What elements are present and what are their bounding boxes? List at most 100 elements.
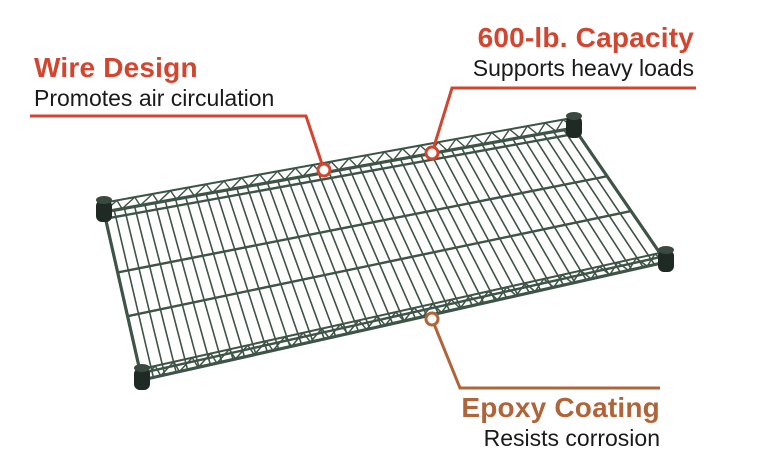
truss-wire	[134, 196, 141, 207]
shelf-wire	[348, 167, 417, 320]
truss-wire	[302, 332, 312, 343]
truss-wire	[187, 186, 196, 197]
support-rail	[139, 255, 664, 375]
shelf-wire	[450, 149, 531, 294]
shelf-wire	[542, 132, 633, 271]
truss-wire	[241, 177, 250, 187]
truss-wire	[234, 344, 249, 360]
truss-wire	[500, 128, 511, 142]
shelf-wire	[297, 176, 360, 333]
truss-wire	[116, 199, 123, 210]
truss-wire	[384, 311, 397, 326]
shelf-wire	[307, 174, 371, 330]
shelf-wire	[287, 178, 348, 335]
truss-wire	[403, 307, 415, 322]
truss-wire	[328, 323, 341, 339]
truss-wire	[440, 298, 452, 314]
shelf-wire	[389, 160, 462, 309]
wire-design-leader	[30, 114, 326, 171]
truss-wire	[598, 265, 611, 276]
truss-wire	[555, 118, 564, 132]
truss-wire	[290, 332, 304, 348]
corner-post-top	[134, 364, 150, 372]
truss-wire	[173, 361, 181, 373]
truss-wire	[537, 122, 546, 136]
shelf-wire	[511, 138, 599, 279]
shelf-wire	[522, 136, 610, 276]
shelf-wire	[113, 209, 155, 379]
wire-design-description: Promotes air circulation	[34, 85, 275, 111]
capacity-description: Supports heavy loads	[472, 55, 694, 81]
corner-post-top	[96, 196, 112, 204]
truss-wire	[410, 144, 422, 158]
truss-wire	[478, 290, 489, 305]
truss-wire	[265, 340, 274, 352]
truss-wire	[519, 125, 529, 139]
shelf-wire	[256, 183, 314, 343]
shelf-wire	[491, 141, 576, 284]
truss-wire	[374, 151, 386, 165]
shelf-wire	[317, 172, 383, 327]
truss-wire	[151, 193, 159, 204]
truss-wire	[627, 257, 637, 272]
truss-wire	[197, 352, 212, 369]
shelf-wire	[123, 207, 166, 376]
shelf-wire	[338, 169, 405, 322]
truss-wire	[321, 327, 330, 339]
truss-wire	[376, 315, 387, 326]
truss-wire	[526, 125, 539, 136]
truss-wire	[487, 290, 499, 301]
truss-wire	[392, 147, 404, 162]
shelf-wire	[358, 165, 428, 317]
shelf-wire	[399, 158, 474, 307]
corner-post-sleeve	[566, 116, 582, 138]
shelf-wire	[174, 198, 223, 363]
capacity-callout: 600-lb. Capacity Supports heavy loads	[473, 24, 694, 80]
truss-wire	[191, 356, 199, 369]
truss-wire	[450, 298, 461, 310]
corner-post-sleeve	[134, 368, 150, 390]
truss-wire	[347, 319, 360, 335]
support-rail	[104, 132, 579, 220]
truss-wire	[490, 131, 503, 142]
truss-wire	[473, 135, 485, 145]
truss-wire	[157, 189, 172, 204]
support-rail	[126, 209, 633, 318]
truss-wire	[247, 173, 261, 187]
shelf-wire	[133, 205, 177, 374]
truss-wire	[253, 340, 267, 356]
truss-wire	[437, 141, 449, 152]
truss-wire	[121, 196, 136, 210]
shelf-wire	[481, 143, 565, 286]
truss-wire	[395, 311, 405, 322]
truss-wire	[446, 138, 457, 152]
frame-edge	[572, 126, 668, 264]
truss-wire	[358, 319, 368, 331]
shelf-wire	[368, 163, 439, 315]
truss-wire	[210, 352, 218, 364]
shelf-wire	[532, 134, 622, 274]
truss-rail	[145, 251, 665, 369]
truss-wire	[401, 147, 413, 158]
truss-rail	[107, 117, 573, 203]
wire-design-callout: Wire Design Promotes air circulation	[34, 54, 274, 110]
truss-wire	[265, 170, 279, 184]
truss-wire	[469, 294, 480, 305]
shelf-wire	[501, 139, 588, 281]
shelf-wire	[562, 129, 656, 266]
epoxy-description: Resists corrosion	[483, 425, 660, 451]
truss-wire	[383, 151, 394, 162]
truss-wire	[571, 269, 582, 284]
corner-post-top	[658, 246, 674, 254]
capacity-title: 600-lb. Capacity	[477, 22, 694, 53]
epoxy-title: Epoxy Coating	[461, 392, 660, 423]
truss-wire	[534, 278, 545, 293]
truss-wire	[459, 294, 471, 310]
capacity-marker	[424, 145, 440, 161]
shelf-wire	[430, 152, 508, 299]
truss-wire	[169, 189, 178, 200]
truss-wire	[455, 138, 467, 149]
truss-wire	[580, 269, 592, 280]
